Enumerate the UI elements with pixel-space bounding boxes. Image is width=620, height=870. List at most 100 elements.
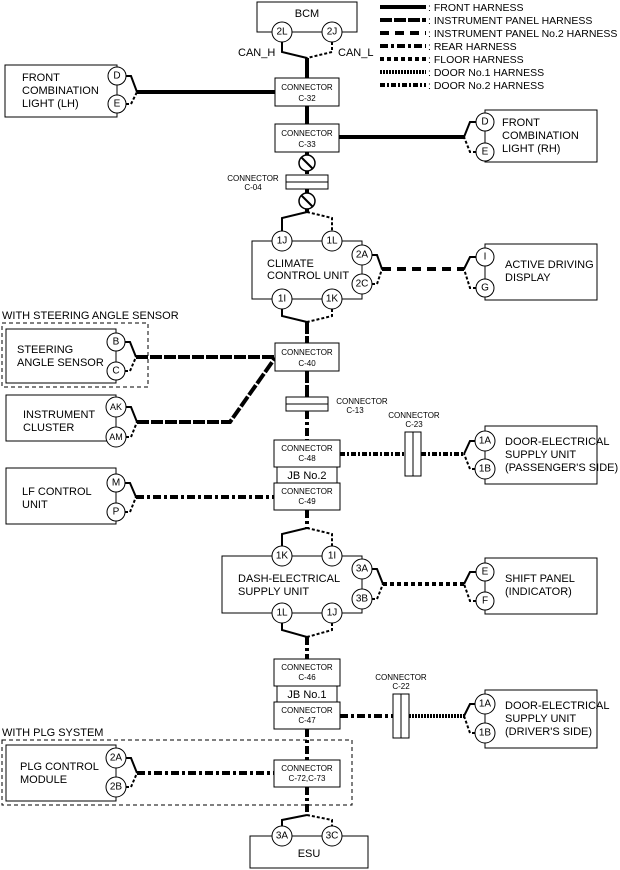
ccu-label-1: CLIMATE bbox=[267, 258, 314, 270]
dash-pin-1j-label: 1J bbox=[327, 608, 338, 619]
desu-p-label-3: (PASSENGER'S SIDE) bbox=[505, 462, 618, 474]
ic-pin-ak-label: AK bbox=[110, 402, 122, 412]
connector-c49: CONNECTOR C-49 bbox=[273, 482, 341, 511]
connector-c33-word: CONNECTOR bbox=[281, 129, 333, 138]
dash-electrical-supply-unit: DASH-ELECTRICAL SUPPLY UNIT 1K 1I 3A 3B … bbox=[221, 545, 373, 624]
front-combination-light-lh: FRONT COMBINATION LIGHT (LH) D E bbox=[4, 64, 127, 118]
desu-p-label-1: DOOR-ELECTRICAL bbox=[505, 436, 610, 448]
connector-c32-id: C-32 bbox=[298, 94, 316, 103]
desu-d-label-3: (DRIVER'S SIDE) bbox=[505, 726, 592, 738]
junction-block-1: JB No.1 bbox=[276, 685, 338, 703]
dash-wire-1j bbox=[306, 623, 333, 638]
plg-label-2: MODULE bbox=[20, 774, 67, 786]
connector-c72-id: C-72,C-73 bbox=[289, 774, 326, 783]
legend-label-door2: : DOOR No.2 HARNESS bbox=[428, 80, 544, 92]
plg-wire-2a bbox=[126, 757, 138, 774]
add-pin-g-label: G bbox=[481, 283, 489, 294]
bcm-pin-2l-label: 2L bbox=[276, 27, 288, 38]
door-electrical-supply-unit-driver: DOOR-ELECTRICAL SUPPLY UNIT (DRIVER'S SI… bbox=[474, 689, 610, 749]
legend-label-rear: : REAR HARNESS bbox=[428, 41, 517, 53]
ccu-wire-1k bbox=[306, 309, 333, 323]
front-combination-light-rh: FRONT COMBINATION LIGHT (RH) D E bbox=[475, 109, 598, 163]
ccu-label-2: CONTROL UNIT bbox=[267, 270, 349, 282]
dash-pin-1l-label: 1L bbox=[276, 608, 288, 619]
sas-wire-c bbox=[125, 356, 137, 372]
steering-group-label: WITH STEERING ANGLE SENSOR bbox=[2, 310, 179, 322]
desu-p-pin-1b-label: 1B bbox=[479, 464, 492, 475]
shift-label-2: (INDICATOR) bbox=[505, 586, 572, 598]
dash-pin-1i bbox=[321, 545, 343, 567]
dash-pin-1k-label: 1K bbox=[276, 551, 289, 562]
esu-pin-3a bbox=[271, 825, 293, 847]
ic-pin-am-label: AM bbox=[109, 432, 123, 442]
ccu-wire-2c bbox=[372, 268, 383, 285]
desu-d-pin-1b-label: 1B bbox=[479, 728, 492, 739]
plg-pin-2a-label: 2A bbox=[110, 753, 123, 764]
desu-p-label-2: SUPPLY UNIT bbox=[505, 449, 576, 461]
shift-wire-f bbox=[463, 583, 476, 602]
lf-label-1: LF CONTROL bbox=[22, 486, 92, 498]
ic-label-2: CLUSTER bbox=[23, 422, 74, 434]
junction-block-2: JB No.2 bbox=[276, 466, 338, 484]
plg-group-box bbox=[1, 739, 353, 806]
fcl-lh-pin-d-label: D bbox=[113, 71, 120, 82]
can-h-label: CAN_H bbox=[238, 47, 275, 59]
connector-c47: CONNECTOR C-47 bbox=[273, 701, 341, 730]
bcm-module: BCM 2L 2J CAN_H CAN_L bbox=[238, 1, 373, 59]
connector-c22-word: CONNECTOR bbox=[375, 673, 427, 682]
ccu-pin-1k-label: 1K bbox=[326, 294, 339, 305]
sas-pin-b-label: B bbox=[113, 337, 120, 348]
sas-label-1: STEERING bbox=[17, 344, 73, 356]
ccu-wire-1j bbox=[281, 211, 308, 232]
dash-wire-1i bbox=[306, 527, 333, 547]
lf-wire-p bbox=[125, 496, 137, 513]
desu-d-wire-1b bbox=[463, 715, 475, 734]
lf-pin-p-label: P bbox=[113, 507, 120, 518]
shift-panel-indicator: SHIFT PANEL (INDICATOR) E F bbox=[475, 557, 598, 615]
connector-c13-id: C-13 bbox=[346, 406, 364, 415]
connector-c33: CONNECTOR C-33 bbox=[274, 123, 340, 153]
legend-label-door1: : DOOR No.1 HARNESS bbox=[428, 67, 544, 79]
ccu-pin-1l-label: 1L bbox=[326, 236, 338, 247]
connector-c13-word: CONNECTOR bbox=[336, 397, 388, 406]
connector-c46-id: C-46 bbox=[298, 673, 316, 682]
connector-c48: CONNECTOR C-48 bbox=[273, 439, 341, 468]
esu-pin-3c bbox=[321, 825, 343, 847]
dash-wire-1k bbox=[281, 527, 308, 547]
ccu-wire-1l bbox=[306, 211, 333, 232]
connector-c22: CONNECTOR C-22 bbox=[375, 673, 427, 739]
plg-control-module: PLG CONTROL MODULE 2A 2B bbox=[5, 744, 127, 802]
legend-label-floor: : FLOOR HARNESS bbox=[428, 54, 524, 66]
fcl-lh-wire-d bbox=[126, 75, 138, 93]
dash-wire-1l bbox=[281, 623, 308, 638]
connector-c46-word: CONNECTOR bbox=[281, 663, 333, 672]
connector-c47-word: CONNECTOR bbox=[281, 706, 333, 715]
jb1-label: JB No.1 bbox=[287, 689, 326, 701]
esu-wire-3c bbox=[306, 814, 333, 827]
dash-pin-3a-label: 3A bbox=[356, 564, 369, 575]
legend-label-front: : FRONT HARNESS bbox=[428, 2, 523, 14]
fcl-rh-label-2: COMBINATION bbox=[502, 130, 579, 142]
connector-c04: CONNECTOR C-04 bbox=[227, 174, 329, 192]
twisted-pair-icon bbox=[298, 192, 316, 210]
add-wire-i bbox=[463, 256, 476, 270]
connector-c23-id: C-23 bbox=[405, 420, 423, 429]
connector-c13: CONNECTOR C-13 bbox=[285, 396, 388, 415]
dash-pin-3b-label: 3B bbox=[356, 594, 369, 605]
connector-c47-id: C-47 bbox=[298, 716, 316, 725]
fcl-lh-label-2: COMBINATION bbox=[22, 85, 99, 97]
esu-label: ESU bbox=[298, 848, 321, 860]
active-driving-display: ACTIVE DRIVING DISPLAY I G bbox=[475, 243, 598, 301]
fcl-rh-pin-e-label: E bbox=[482, 147, 489, 158]
esu-module: ESU 3A 3C bbox=[249, 825, 369, 869]
connector-c49-word: CONNECTOR bbox=[281, 487, 333, 496]
desu-d-label-1: DOOR-ELECTRICAL bbox=[505, 700, 610, 712]
can-l-wire bbox=[306, 42, 333, 59]
ccu-wire-1i bbox=[281, 309, 308, 323]
ccu-wire-2a bbox=[372, 254, 383, 270]
add-label-2: DISPLAY bbox=[505, 272, 551, 284]
sas-label-2: ANGLE SENSOR bbox=[17, 357, 104, 369]
connector-c23-word: CONNECTOR bbox=[388, 411, 440, 420]
connector-c72-c73: CONNECTOR C-72,C-73 bbox=[273, 759, 341, 788]
ic-wire-ak bbox=[126, 406, 138, 423]
